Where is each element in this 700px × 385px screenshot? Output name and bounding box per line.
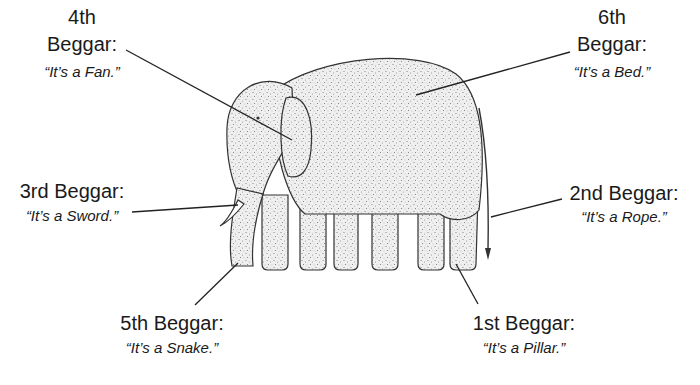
beggar-name: 5th Beggar: <box>120 310 223 337</box>
beggar-quote: “It’s a Rope.” <box>581 207 667 227</box>
tail-tuft <box>485 248 491 260</box>
tusk <box>220 200 244 226</box>
leg <box>334 205 358 270</box>
beggar-quote: “It’s a Bed.” <box>574 62 650 82</box>
elephant <box>220 58 482 270</box>
leg <box>372 205 398 270</box>
eye <box>256 116 259 119</box>
beggar-quote: “It’s a Sword.” <box>26 206 118 226</box>
tail <box>479 108 488 250</box>
leader-line <box>491 199 562 217</box>
beggar-name: 1st Beggar: <box>473 310 575 337</box>
beggar-name: 2nd Beggar: <box>570 180 679 207</box>
leg <box>262 195 288 270</box>
body <box>272 58 482 219</box>
trunk <box>230 188 263 266</box>
leader-line <box>456 264 478 304</box>
beggar-name: 4th Beggar: <box>42 4 122 58</box>
leader-line <box>126 50 292 140</box>
leader-line <box>195 263 238 305</box>
beggar-quote: “It’s a Pillar.” <box>483 338 566 358</box>
leader-line <box>416 52 570 95</box>
beggar-quote: “It’s a Fan.” <box>44 62 120 82</box>
beggar-name: 3rd Beggar: <box>20 178 125 205</box>
beggar-name: 6th Beggar: <box>572 4 652 58</box>
beggar-quote: “It’s a Snake.” <box>126 338 218 358</box>
leader-line <box>132 205 238 212</box>
